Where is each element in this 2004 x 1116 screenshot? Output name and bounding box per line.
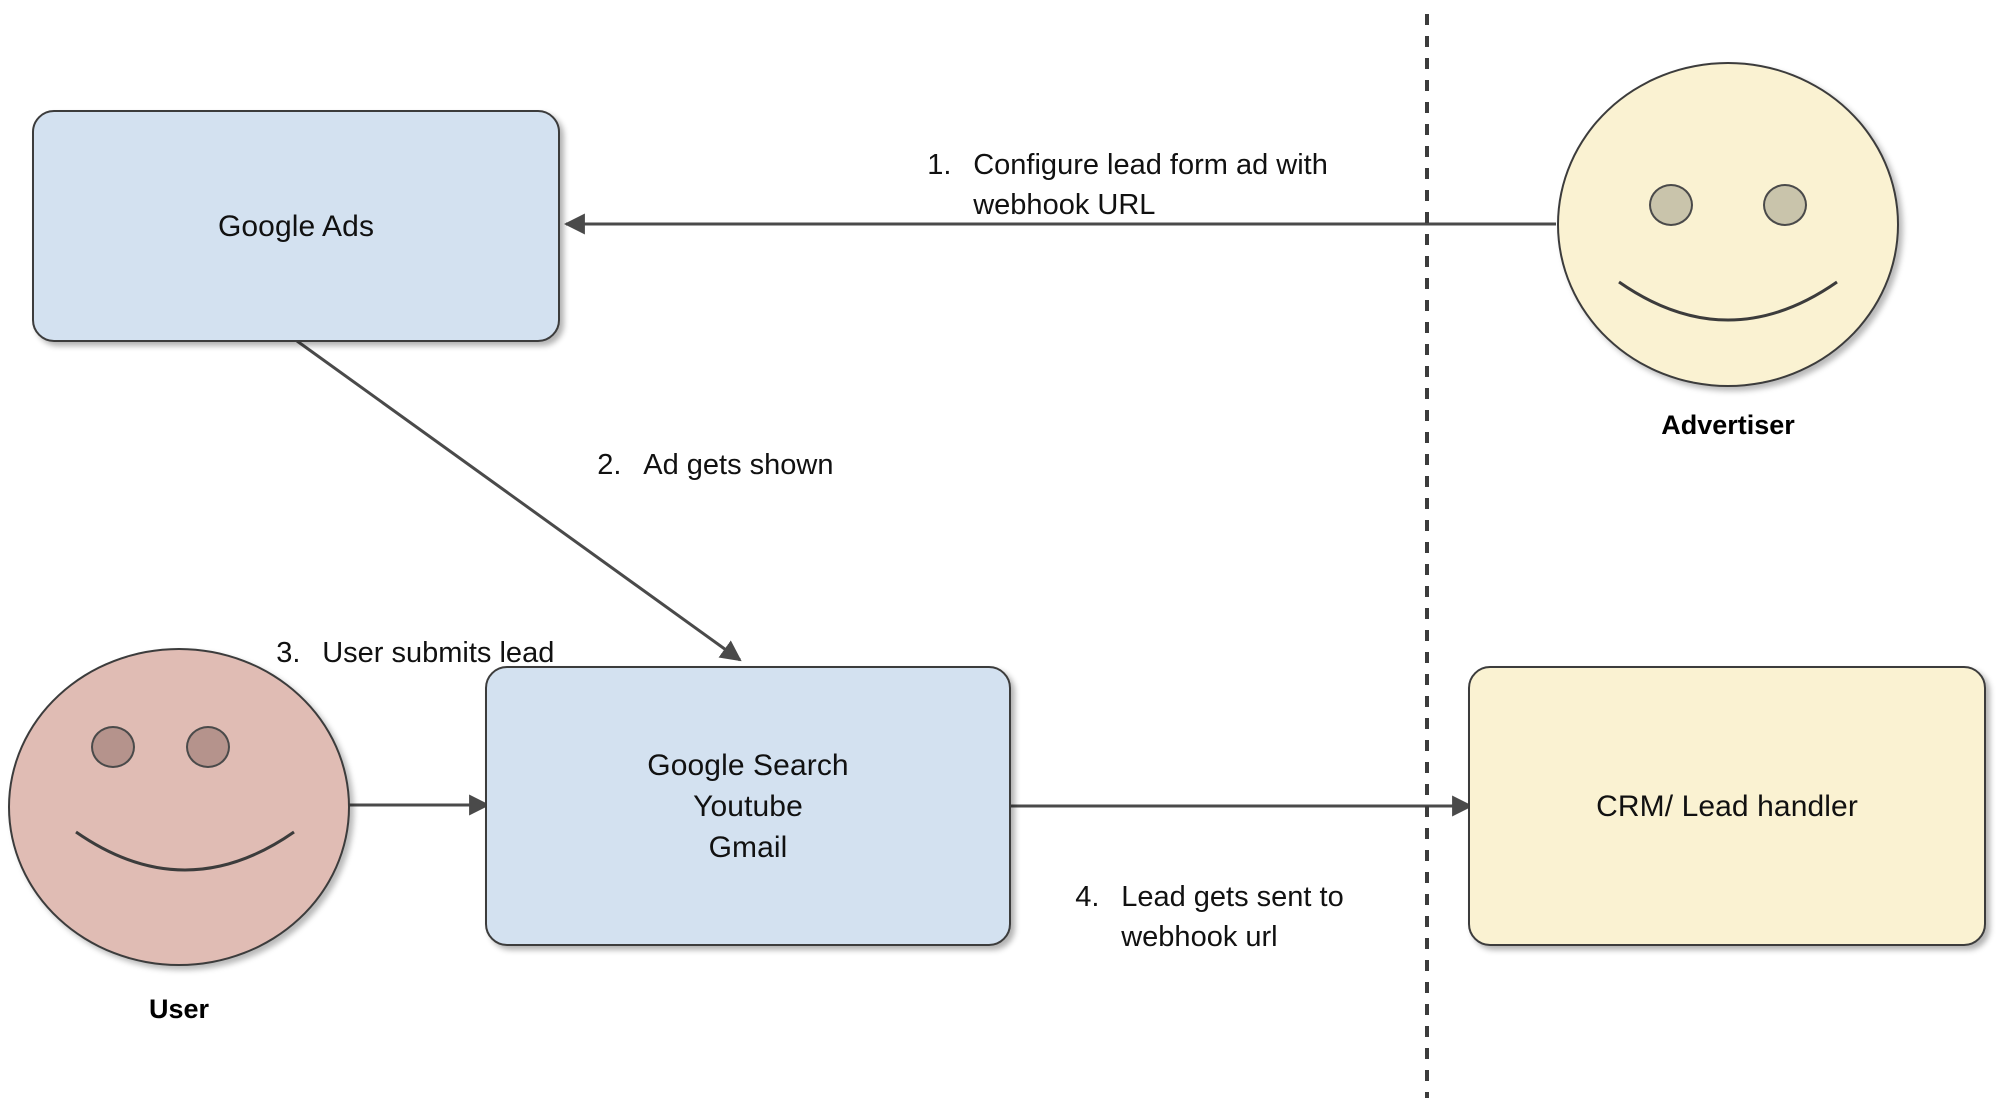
advertiser-face-icon xyxy=(1557,62,1899,387)
advertiser-right-eye-icon xyxy=(1763,184,1807,226)
actor-user[interactable] xyxy=(8,648,350,966)
step-1-number: 1. xyxy=(927,149,952,181)
node-crm-lead-handler-label: CRM/ Lead handler xyxy=(1596,789,1858,823)
advertiser-smile-icon xyxy=(1617,280,1839,342)
user-face-icon xyxy=(8,648,350,966)
step-1-text: Configure lead form ad with webhook URL xyxy=(973,149,1328,221)
node-google-ads-label: Google Ads xyxy=(217,209,375,243)
node-google-surfaces-label: Google Search Youtube Gmail xyxy=(647,748,849,864)
step-4-number: 4. xyxy=(1075,881,1100,913)
step-1-caption: 1. Configure lead form ad with webhook UR… xyxy=(895,105,1328,265)
step-2-caption: 2. Ad gets shown xyxy=(565,405,833,525)
actor-advertiser[interactable] xyxy=(1557,62,1899,387)
user-right-eye-icon xyxy=(186,726,230,768)
step-2-text: Ad gets shown xyxy=(643,449,834,481)
advertiser-left-eye-icon xyxy=(1649,184,1693,226)
node-google-ads[interactable]: Google Ads xyxy=(32,110,560,342)
node-crm-lead-handler[interactable]: CRM/ Lead handler xyxy=(1468,666,1986,946)
step-2-number: 2. xyxy=(597,449,622,481)
step-4-caption: 4. Lead gets sent to webhook url xyxy=(1043,837,1344,997)
step-4-text: Lead gets sent to webhook url xyxy=(1121,881,1344,953)
actor-user-label: User xyxy=(148,994,210,1024)
actor-advertiser-label: Advertiser xyxy=(1661,410,1795,440)
user-left-eye-icon xyxy=(91,726,135,768)
node-google-surfaces[interactable]: Google Search Youtube Gmail xyxy=(485,666,1011,946)
user-smile-icon xyxy=(74,830,296,892)
